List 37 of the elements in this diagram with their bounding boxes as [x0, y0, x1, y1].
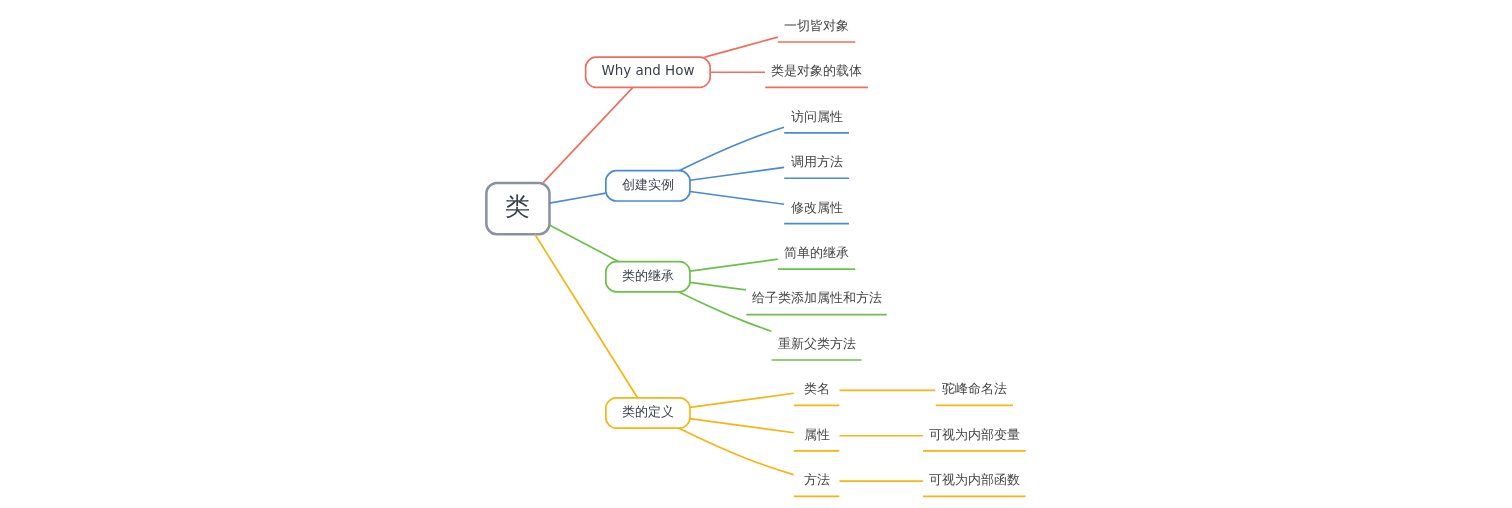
- connector: [689, 258, 779, 272]
- node-text: 调用方法: [790, 154, 843, 170]
- connector: [678, 427, 795, 476]
- connector: [689, 281, 747, 291]
- connector: [838, 389, 937, 392]
- connector: [542, 86, 634, 184]
- node-box: 创建实例: [605, 169, 691, 202]
- node-box: 类: [485, 181, 551, 236]
- node-text: 可视为内部函数: [928, 472, 1020, 488]
- node-text: 一切皆对象: [784, 17, 850, 33]
- node-text: 属性: [803, 426, 830, 442]
- node-text: 重新父类方法: [777, 335, 856, 351]
- connector: [678, 291, 773, 333]
- node-box: Why and How: [584, 56, 711, 89]
- node-text: 驼峰命名法: [941, 381, 1007, 397]
- connector: [689, 417, 795, 434]
- node-text: 方法: [803, 472, 830, 488]
- node-text: 简单的继承: [784, 244, 850, 260]
- connector: [689, 392, 795, 409]
- node-box: 类的定义: [605, 397, 691, 429]
- connector: [689, 166, 785, 182]
- node-text: 可视为内部变量: [928, 426, 1020, 442]
- node-text: 修改属性: [790, 199, 843, 215]
- connector: [534, 233, 639, 399]
- node-box: 类的继承: [605, 260, 691, 293]
- connector: [838, 434, 924, 437]
- connector: [548, 224, 620, 263]
- node-text: 类是对象的载体: [771, 63, 863, 79]
- connector: [678, 126, 785, 172]
- connector: [709, 71, 766, 74]
- connector: [689, 190, 785, 206]
- node-text: 访问属性: [790, 108, 843, 124]
- connector: [838, 480, 924, 482]
- node-text: 给子类添加属性和方法: [751, 290, 882, 306]
- connector: [703, 36, 779, 58]
- connector: [548, 192, 607, 204]
- node-text: 类名: [803, 381, 830, 397]
